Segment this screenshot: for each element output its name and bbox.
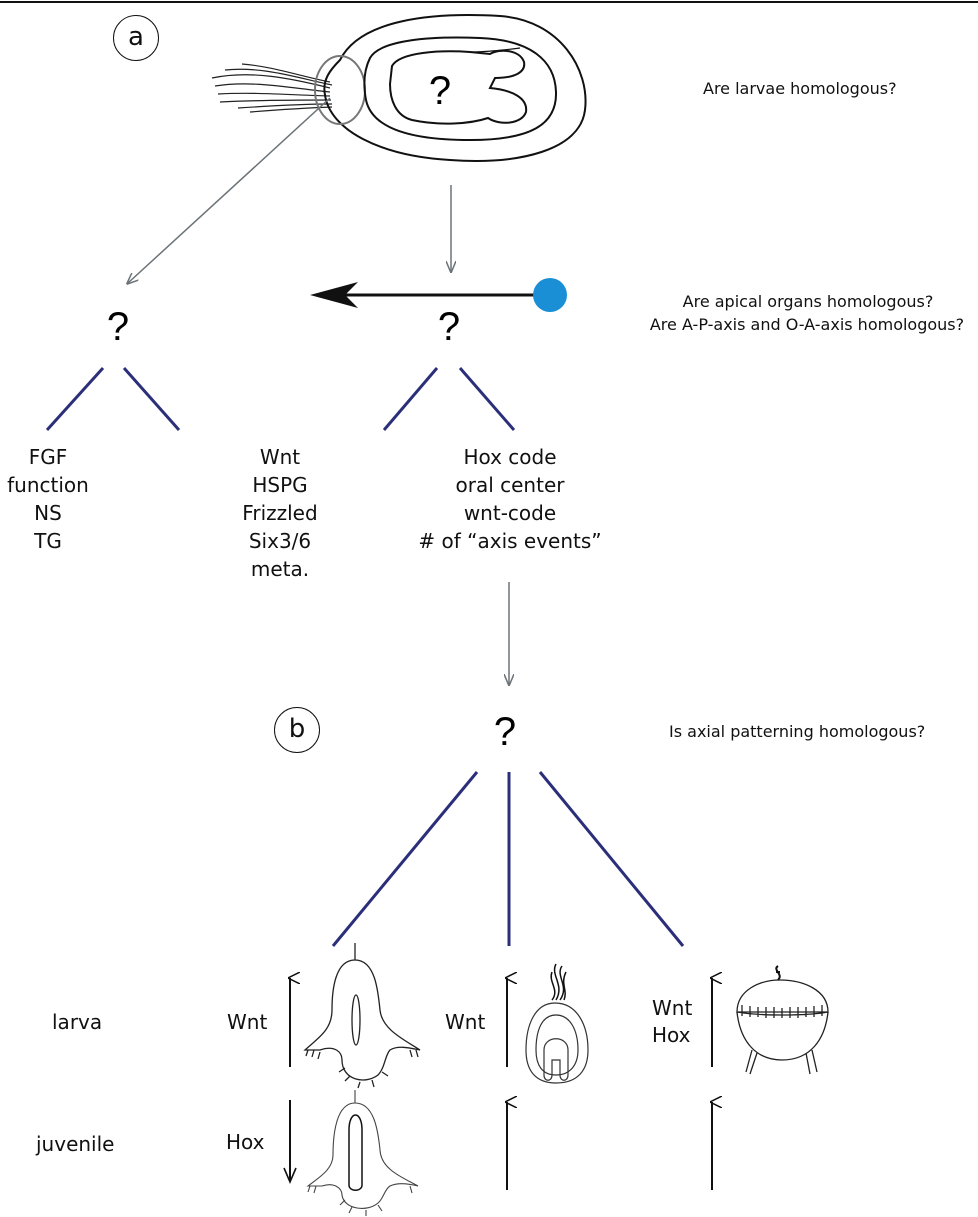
- col3-larva-gene-1: Wnt: [652, 996, 693, 1020]
- axial-question-mark: ?: [494, 710, 516, 754]
- list-item: oral center: [455, 473, 565, 497]
- list-item: TG: [34, 529, 62, 553]
- list-item: meta.: [250, 557, 310, 581]
- col1-larva-icon: [303, 943, 421, 1089]
- col1-larva-gene: Wnt: [227, 1010, 268, 1034]
- list-hox: Hox code oral center wnt-code # of “axis…: [415, 443, 605, 555]
- row-label-larva: larva: [52, 1010, 103, 1034]
- panel-b-label: b: [274, 707, 320, 753]
- col1-juvenile-gene: Hox: [226, 1130, 265, 1154]
- col1-juvenile-icon: [306, 1090, 419, 1216]
- larva-drawing: [211, 14, 587, 162]
- list-item: NS: [34, 501, 62, 525]
- col3-larva-icon: [736, 965, 829, 1075]
- list-item: Hox code: [463, 445, 557, 469]
- axis-arrow-col1-juvenile-head: [283, 1167, 297, 1185]
- arrow-larva-to-left: [128, 97, 331, 283]
- branch-left-2: [122, 367, 181, 431]
- branch-lines-a: [45, 366, 516, 432]
- branch-right-1: [382, 367, 439, 431]
- question-larvae-homologous: Are larvae homologous?: [703, 79, 897, 98]
- list-item: wnt-code: [463, 501, 557, 525]
- right-question-mark: ?: [438, 305, 460, 349]
- panel-a-label: a: [113, 15, 159, 61]
- list-item: Six3/6: [248, 529, 312, 553]
- col2-larva-icon: [525, 963, 589, 1084]
- branch-lines-b: [331, 771, 685, 947]
- list-item: FGF: [28, 445, 68, 469]
- col2-larva-gene: Wnt: [445, 1010, 486, 1034]
- left-question-mark: ?: [107, 305, 129, 349]
- col3-larva-gene-2: Hox: [652, 1023, 691, 1047]
- row-label-juvenile: juvenile: [36, 1132, 115, 1156]
- apical-axis-arrowhead: [310, 282, 358, 308]
- list-item: function: [7, 473, 89, 497]
- list-item: Frizzled: [242, 501, 318, 525]
- branch-b-right: [538, 771, 685, 947]
- list-fgf: FGF function NS TG: [0, 443, 96, 555]
- list-wnt: Wnt HSPG Frizzled Six3/6 meta.: [230, 443, 330, 583]
- larva-question-mark: ?: [429, 69, 451, 113]
- apical-tuft-icon: [211, 63, 333, 113]
- list-item: HSPG: [252, 473, 308, 497]
- question-axial-patterning: Is axial patterning homologous?: [669, 722, 926, 741]
- branch-right-2: [458, 367, 516, 431]
- branch-left-1: [45, 366, 105, 432]
- branch-b-left: [331, 771, 479, 947]
- question-axes: Are A-P-axis and O-A-axis homologous?: [649, 315, 965, 334]
- apical-organ-dot: [533, 278, 567, 312]
- list-item: # of “axis events”: [418, 529, 602, 553]
- list-item: Wnt: [259, 445, 301, 469]
- question-apical-organs: Are apical organs homologous?: [682, 292, 934, 311]
